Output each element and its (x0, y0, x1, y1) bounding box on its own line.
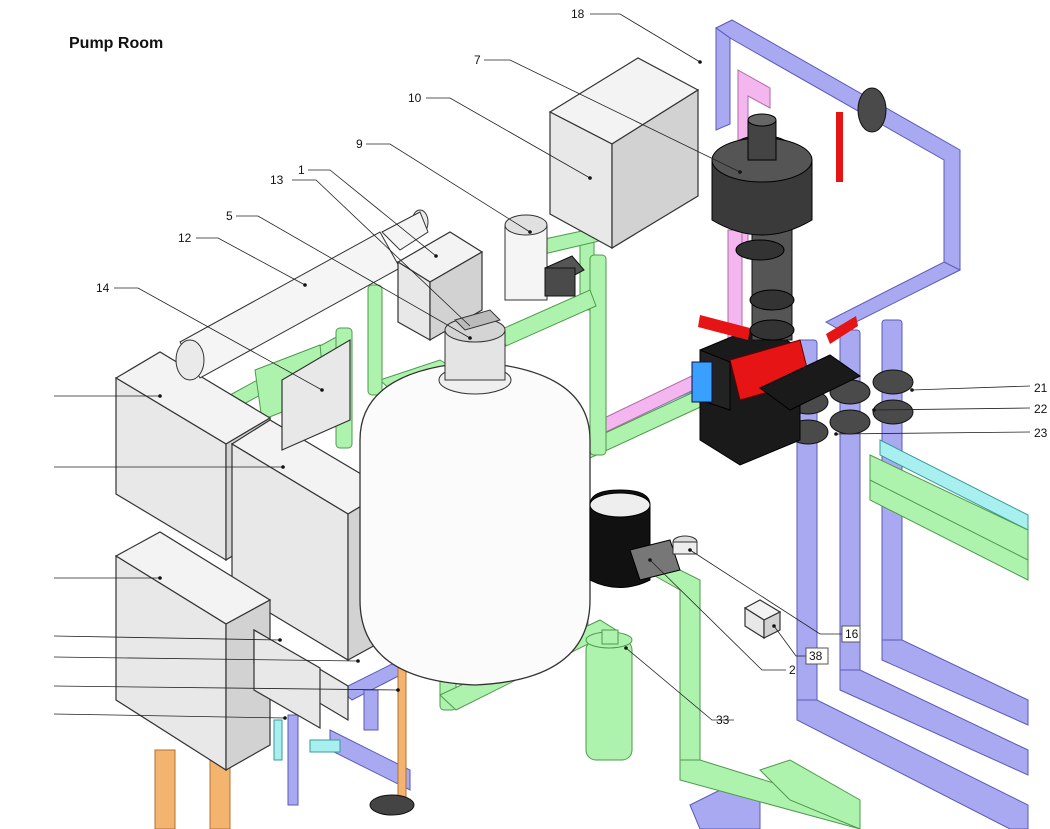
label-18: 18 (571, 7, 585, 21)
label-12: 12 (178, 231, 192, 245)
multiport-valve (698, 113, 813, 341)
control-panel-box (548, 57, 700, 250)
chlorinator-unit (504, 214, 585, 301)
leader-dots (158, 60, 914, 720)
label-16: 16 (845, 627, 859, 641)
leader-lines (53, 13, 1031, 721)
ball-valve-handle (836, 112, 843, 182)
label-2: 2 (789, 663, 796, 677)
label-22: 22 (1034, 402, 1048, 416)
label-9: 9 (356, 137, 363, 151)
label-38-box (805, 647, 829, 665)
label-38: 38 (809, 649, 823, 663)
label-16-box (841, 625, 861, 643)
gauge-fitting (672, 535, 698, 555)
junction-box-small (743, 599, 782, 640)
diagram-title: Pump Room (69, 35, 164, 52)
floor-drain (369, 794, 415, 816)
sand-filter-vessel (359, 309, 591, 686)
label-14: 14 (96, 281, 110, 295)
label-13: 13 (270, 173, 284, 187)
ball-valve-handle-lower (826, 316, 858, 344)
label-23: 23 (1034, 426, 1048, 440)
callout-labels: 18 7 10 9 1 13 5 12 14 21 22 23 16 38 2 … (96, 7, 1048, 727)
label-7: 7 (474, 53, 481, 67)
hair-lint-strainer (589, 489, 681, 588)
label-1: 1 (298, 163, 305, 177)
label-10: 10 (408, 91, 422, 105)
circulation-pump (691, 324, 861, 466)
label-5: 5 (226, 209, 233, 223)
label-33: 33 (716, 713, 730, 727)
label-21: 21 (1034, 381, 1048, 395)
